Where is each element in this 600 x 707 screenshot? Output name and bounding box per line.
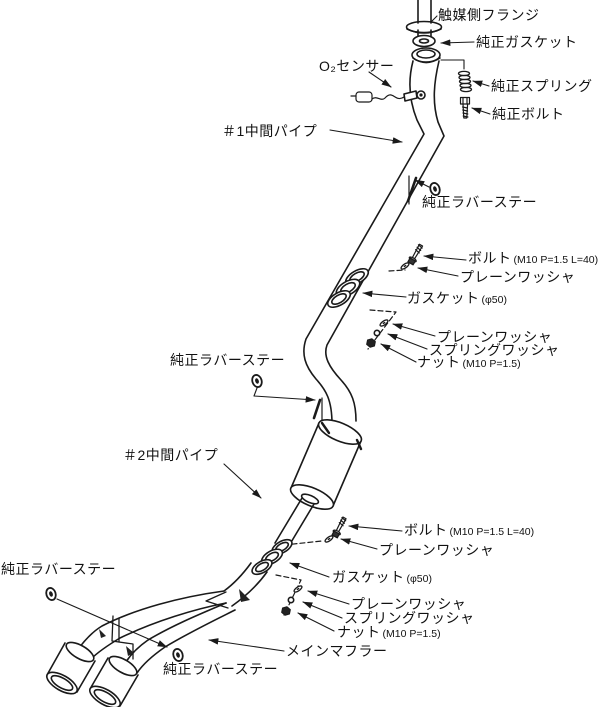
grommet-4: [172, 648, 185, 663]
label-gasket-lower-spec: (φ50): [406, 573, 432, 585]
joint1-rings: [325, 265, 371, 310]
label-rubber-stay-1: 純正ラバーステー: [422, 194, 538, 210]
spring-washer-bottom-part: [288, 597, 293, 602]
bolt-upper-part: [407, 243, 424, 265]
plain-washer-upper-part: [400, 262, 410, 270]
label-gasket-upper: ガスケット(φ50): [407, 290, 507, 306]
stock-spring-and-bolt: [441, 60, 472, 118]
joint2-rings: [250, 537, 295, 578]
label-stock-gasket: 純正ガスケット: [476, 34, 578, 50]
label-plain-washer-mid: プレーンワッシャ: [437, 329, 553, 345]
label-nut-bottom: ナット(M10 P=1.5): [337, 624, 441, 640]
plain-washer-bottom-part: [293, 585, 303, 593]
plain-washer-mid-part: [379, 319, 389, 327]
grommet-3: [45, 587, 58, 602]
muffler-hanger-bracket: [99, 616, 134, 659]
stock-bolt-part: [461, 98, 470, 119]
label-bolt-upper-spec: (M10 P=1.5 L=40): [513, 254, 599, 266]
label-main-muffler: メインマフラー: [286, 643, 388, 659]
label-rubber-stay-3: 純正ラバーステー: [1, 561, 117, 577]
label-plain-washer-bottom: プレーンワッシャ: [351, 596, 467, 612]
bolt-lower-part: [331, 516, 348, 538]
label-gasket-lower: ガスケット(φ50): [332, 569, 432, 585]
label-plain-washer-lower: プレーンワッシャ: [379, 542, 495, 558]
label-spring-washer-mid: スプリングワッシャ: [429, 342, 560, 358]
label-nut-bottom-spec: (M10 P=1.5): [382, 628, 441, 640]
stock-spring-part: [459, 71, 472, 91]
nut-mid-part: [366, 338, 376, 348]
o2-sensor: [351, 91, 425, 102]
label-pipe2: ＃2中間パイプ: [123, 447, 219, 463]
label-rubber-stay-2: 純正ラバーステー: [170, 352, 286, 368]
grommet-2: [251, 374, 264, 389]
leader-lines: [57, 16, 490, 651]
spring-washer-mid-part: [374, 330, 379, 335]
label-gasket-upper-spec: (φ50): [481, 294, 507, 306]
joint1-hardware: [366, 243, 424, 349]
label-rubber-stay-4: 純正ラバーステー: [163, 661, 279, 677]
label-nut-mid: ナット(M10 P=1.5): [417, 354, 521, 370]
label-plain-washer-upper: プレーンワッシャ: [460, 269, 576, 285]
label-bolt-upper: ボルト(M10 P=1.5 L=40): [468, 250, 599, 266]
label-nut-mid-spec: (M10 P=1.5): [462, 358, 521, 370]
catalyst-flange-and-gaskets: [407, 0, 442, 63]
resonator: [275, 415, 365, 549]
exhaust-tip-1: [44, 639, 97, 698]
main-muffler: [44, 563, 267, 707]
nut-bottom-part: [281, 606, 291, 616]
label-bolt-lower-spec: (M10 P=1.5 L=40): [449, 526, 535, 538]
label-pipe1: ＃1中間パイプ: [222, 123, 318, 139]
label-bolt-lower: ボルト(M10 P=1.5 L=40): [404, 522, 535, 538]
label-stock-bolt: 純正ボルト: [492, 106, 565, 122]
label-stock-spring: 純正スプリング: [491, 78, 593, 94]
grommet-1: [429, 182, 442, 197]
label-catalyst-flange: 触媒側フランジ: [438, 7, 540, 23]
plain-washer-lower-part: [324, 535, 334, 543]
label-spring-washer-bottom: スプリングワッシャ: [344, 610, 475, 626]
rubber-stay-bracket-2: [314, 398, 322, 421]
label-o2-sensor: O₂センサー: [319, 58, 395, 74]
exhaust-tip-2: [87, 653, 140, 707]
joint2-hardware: [276, 516, 348, 616]
